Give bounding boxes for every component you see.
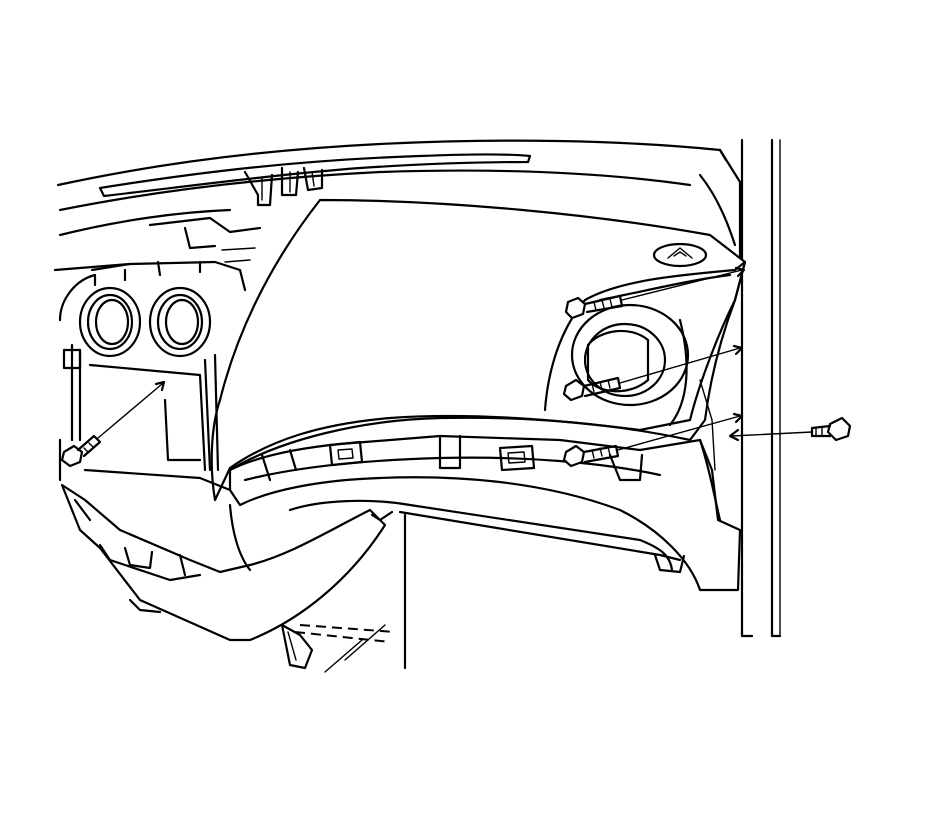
left-cavity-frame [58,273,232,492]
screw-icon [562,444,586,468]
screw-side-panel [728,416,852,442]
emblem-icon [652,242,708,268]
retainer-clip-right [498,444,536,472]
retainer-clip-left [328,440,364,467]
left-lower-housing [60,483,387,642]
screw-icon [60,444,84,468]
direction-arrow-icon [731,431,813,437]
upper-trim-panel [210,198,747,502]
direction-arrow-icon [97,383,163,439]
screw-icon [826,416,852,442]
screw-lower-right [562,412,744,468]
dash-top-outline [53,139,742,272]
screw-left-cavity [60,380,166,468]
screw-icon [564,296,587,320]
lower-bracket [280,513,407,673]
defrost-vent-clips [243,166,324,207]
a-pillar [740,138,782,638]
screw-upper-right [564,266,746,320]
screw-middle-right [562,344,744,402]
left-air-vents [78,216,262,358]
glove-box-opening [288,499,686,574]
direction-arrow-icon [617,415,741,451]
direction-arrow-icon [621,269,743,301]
direction-arrow-icon [619,347,741,384]
lower-trim-panel [228,434,742,592]
screw-icon [562,378,586,402]
